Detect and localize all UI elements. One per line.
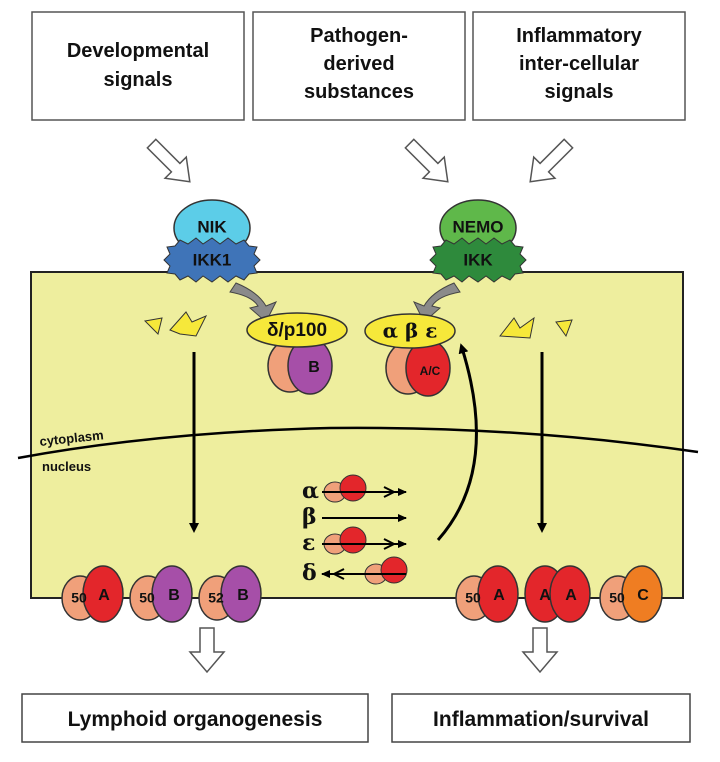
delta-p100-node: [246, 312, 348, 348]
abe-label: α β ε: [383, 319, 438, 343]
nemo-label: NEMO: [453, 217, 504, 236]
svg-text:A: A: [565, 587, 577, 604]
gene-epsilon-label: ε: [302, 530, 315, 556]
outcome-box-right: Inflammation/survival: [391, 693, 691, 743]
input-box-developmental: Developmental signals: [31, 11, 245, 121]
nemo-ikk-complex: NEMO IKK: [429, 199, 527, 283]
p100-complex: B δ/p100: [246, 312, 348, 395]
outcome-left-label: Lymphoid organogenesis: [68, 708, 323, 731]
ikb-complex: A/C α β ε: [364, 313, 456, 397]
inflammatory-line-3: signals: [545, 81, 614, 103]
svg-text:50: 50: [71, 590, 87, 606]
svg-text:B: B: [168, 587, 180, 604]
input-box-pathogen: Pathogen- derived substances: [252, 11, 466, 121]
feedback-arrow: [436, 343, 478, 541]
ikk1-label: IKK1: [193, 250, 232, 269]
nik-ikk1-complex: NIK IKK1: [163, 199, 261, 283]
nucleus-label: nucleus: [42, 459, 91, 474]
outcome-right-label: Inflammation/survival: [433, 708, 649, 731]
nik-label: NIK: [197, 217, 227, 236]
ikk-curved-arrow: [412, 282, 461, 323]
signal-arrow-inflammatory: [529, 138, 574, 183]
signal-arrow-pathogen: [404, 138, 449, 183]
nuclear-membrane: [17, 426, 699, 460]
outcome-arrow-right: [521, 627, 559, 674]
cytoplasm-label: cytoplasm: [39, 427, 105, 449]
pathogen-line-2: derived: [323, 53, 394, 75]
svg-text:A: A: [98, 587, 110, 604]
ikk-node: [429, 237, 527, 283]
dimer-p52-relb: 52 B: [198, 565, 262, 623]
gene-alpha-label: α: [302, 478, 319, 504]
delta-p100-label: δ/p100: [267, 320, 327, 341]
dimer-p50-relb: 50 B: [129, 565, 193, 623]
developmental-line-2: signals: [104, 69, 173, 91]
outcome-box-left: Lymphoid organogenesis: [21, 693, 369, 743]
svg-text:50: 50: [609, 590, 625, 606]
pathogen-line-3: substances: [304, 81, 414, 103]
svg-text:50: 50: [465, 590, 481, 606]
ikk-label: IKK: [463, 250, 493, 269]
svg-text:C: C: [637, 587, 649, 604]
svg-text:50: 50: [139, 590, 155, 606]
gene-delta-label: δ: [302, 560, 317, 586]
developmental-line-1: Developmental: [67, 40, 209, 62]
dimer-p50-rela-left: 50 A: [61, 565, 124, 623]
ikk1-node: [163, 237, 261, 283]
dimer-rela-rela: A A: [524, 565, 591, 623]
gene-list: α β ε δ: [302, 474, 408, 586]
relb-label: B: [308, 359, 320, 376]
outcome-arrow-left: [188, 627, 226, 674]
abe-node: [364, 313, 456, 349]
pathogen-line-1: Pathogen-: [310, 25, 408, 47]
gene-beta-label: β: [302, 504, 317, 530]
svg-text:A: A: [493, 587, 505, 604]
degraded-fragments-right: [499, 316, 573, 339]
nuclear-dimers-left: 50 A 50 B 52 B: [61, 565, 262, 623]
dimer-p50-c-rel: 50 C: [599, 565, 663, 623]
input-box-inflammatory: Inflammatory inter-cellular signals: [472, 11, 686, 121]
nuclear-dimers-right: 50 A A A 50 C: [455, 565, 663, 623]
dimer-p50-rela-right: 50 A: [455, 565, 519, 623]
signal-arrow-developmental: [146, 138, 191, 183]
degraded-fragments-left: [143, 311, 208, 337]
svg-text:52: 52: [208, 590, 224, 606]
inflammatory-line-1: Inflammatory: [516, 25, 642, 47]
rela-c-label: A/C: [420, 364, 441, 378]
svg-text:A: A: [539, 587, 551, 604]
ikk1-curved-arrow: [229, 282, 278, 323]
inflammatory-line-2: inter-cellular: [519, 53, 639, 75]
svg-text:B: B: [237, 587, 249, 604]
